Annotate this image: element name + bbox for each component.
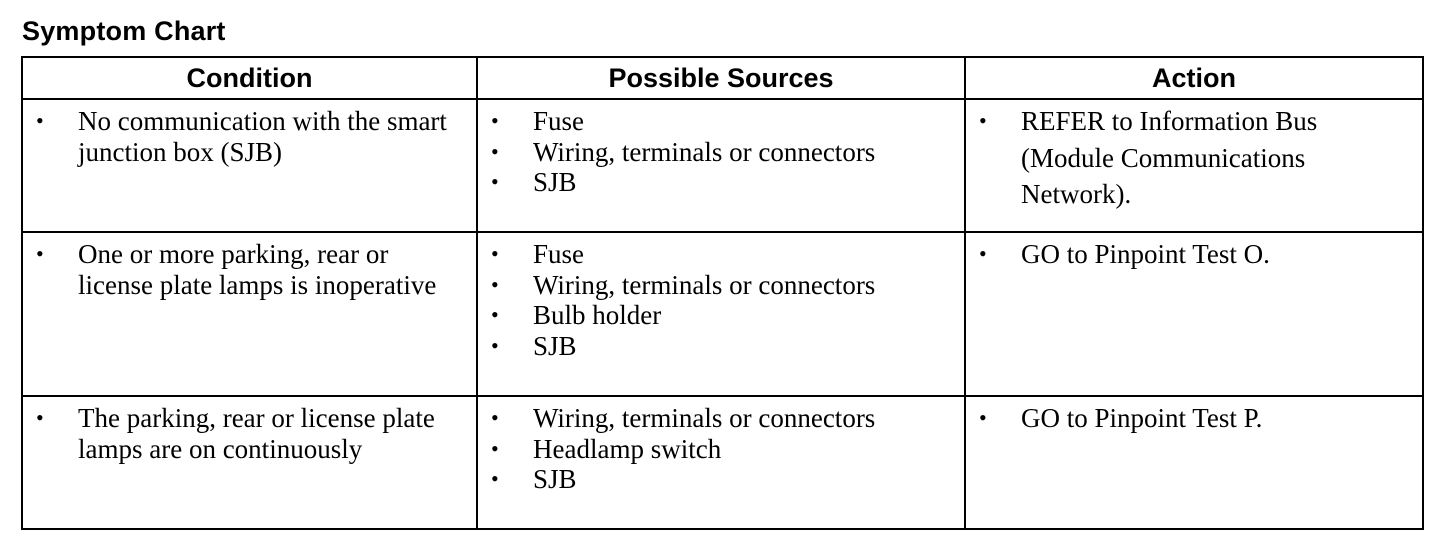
- source-text: Wiring, terminals or connectors: [533, 269, 876, 300]
- sources-cell: • Fuse • Wiring, terminals or connectors •…: [476, 98, 966, 233]
- bullet-icon: •: [979, 108, 987, 133]
- list-item: • GO to Pinpoint Test P.: [966, 400, 1414, 437]
- bullet-icon: •: [491, 302, 499, 327]
- source-text: Fuse: [533, 106, 585, 136]
- action-cell: • GO to Pinpoint Test O.: [964, 231, 1424, 397]
- action-cell: • REFER to Information Bus (Module Commun…: [964, 98, 1424, 233]
- list-item: • Wiring, terminals or connectors: [478, 270, 956, 301]
- condition-text: The parking, rear or license plate lamps…: [78, 403, 435, 464]
- bullet-icon: •: [36, 241, 44, 266]
- condition-cell: • No communication with the smart junctio…: [21, 98, 478, 233]
- possible-sources-column-header: Possible Sources: [476, 56, 966, 100]
- condition-list: • One or more parking, rear or license pl…: [23, 233, 476, 300]
- bullet-icon: •: [491, 435, 499, 461]
- condition-list: • No communication with the smart junctio…: [23, 100, 476, 167]
- condition-cell: • The parking, rear or license plate lamp…: [21, 395, 478, 530]
- action-text: REFER to Information Bus (Module Communi…: [1021, 106, 1318, 209]
- bullet-icon: •: [979, 241, 987, 266]
- table-row: • One or more parking, rear or license pl…: [21, 231, 1424, 397]
- source-text: Bulb holder: [533, 300, 662, 330]
- list-item: • Wiring, terminals or connectors: [478, 403, 956, 434]
- source-text: SJB: [533, 330, 577, 361]
- bullet-icon: •: [491, 332, 499, 358]
- source-text: Fuse: [533, 239, 585, 269]
- bullet-icon: •: [491, 466, 499, 491]
- source-text: Headlamp switch: [533, 433, 722, 464]
- symptom-chart-table: Condition Possible Sources Action • No co…: [21, 56, 1424, 530]
- list-item: • Headlamp switch: [478, 434, 956, 465]
- list-item: • No communication with the smart junctio…: [23, 106, 468, 167]
- list-item: • Fuse: [478, 239, 956, 270]
- action-list: • GO to Pinpoint Test O.: [966, 233, 1422, 273]
- bullet-icon: •: [491, 108, 499, 133]
- sources-list: • Fuse • Wiring, terminals or connectors •…: [478, 100, 964, 198]
- list-item: • Bulb holder: [478, 300, 956, 331]
- action-list: • GO to Pinpoint Test P.: [966, 397, 1422, 437]
- list-item: • The parking, rear or license plate lamp…: [23, 403, 468, 464]
- sources-list: • Wiring, terminals or connectors • Headla…: [478, 397, 964, 495]
- bullet-icon: •: [491, 405, 499, 430]
- action-cell: • GO to Pinpoint Test P.: [964, 395, 1424, 530]
- bullet-icon: •: [36, 108, 44, 133]
- sources-cell: • Fuse • Wiring, terminals or connectors •…: [476, 231, 966, 397]
- list-item: • SJB: [478, 167, 956, 198]
- action-text: GO to Pinpoint Test P.: [1021, 403, 1263, 433]
- source-text: Wiring, terminals or connectors: [533, 403, 876, 433]
- table-header-row: Condition Possible Sources Action: [21, 56, 1424, 100]
- bullet-icon: •: [36, 405, 44, 430]
- table-row: • No communication with the smart junctio…: [21, 98, 1424, 233]
- bullet-icon: •: [491, 169, 499, 194]
- list-item: • REFER to Information Bus (Module Commun…: [966, 103, 1414, 213]
- sources-list: • Fuse • Wiring, terminals or connectors •…: [478, 233, 964, 361]
- list-item: • SJB: [478, 464, 956, 495]
- list-item: • Wiring, terminals or connectors: [478, 137, 956, 168]
- source-text: SJB: [533, 167, 577, 197]
- list-item: • Fuse: [478, 106, 956, 137]
- condition-column-header: Condition: [21, 56, 478, 100]
- list-item: • SJB: [478, 331, 956, 362]
- bullet-icon: •: [491, 241, 499, 266]
- condition-text: One or more parking, rear or license pla…: [78, 239, 437, 300]
- action-list: • REFER to Information Bus (Module Commun…: [966, 100, 1422, 213]
- condition-text: No communication with the smart junction…: [78, 106, 447, 167]
- condition-list: • The parking, rear or license plate lamp…: [23, 397, 476, 464]
- table-row: • The parking, rear or license plate lamp…: [21, 395, 1424, 530]
- action-text: GO to Pinpoint Test O.: [1021, 239, 1270, 269]
- list-item: • GO to Pinpoint Test O.: [966, 236, 1414, 273]
- source-text: Wiring, terminals or connectors: [533, 136, 876, 167]
- action-column-header: Action: [964, 56, 1424, 100]
- list-item: • One or more parking, rear or license pl…: [23, 239, 468, 300]
- page-title: Symptom Chart: [22, 16, 226, 46]
- sources-cell: • Wiring, terminals or connectors • Headla…: [476, 395, 966, 530]
- source-text: SJB: [533, 464, 577, 494]
- condition-cell: • One or more parking, rear or license pl…: [21, 231, 478, 397]
- bullet-icon: •: [979, 405, 987, 430]
- bullet-icon: •: [491, 138, 499, 164]
- bullet-icon: •: [491, 271, 499, 297]
